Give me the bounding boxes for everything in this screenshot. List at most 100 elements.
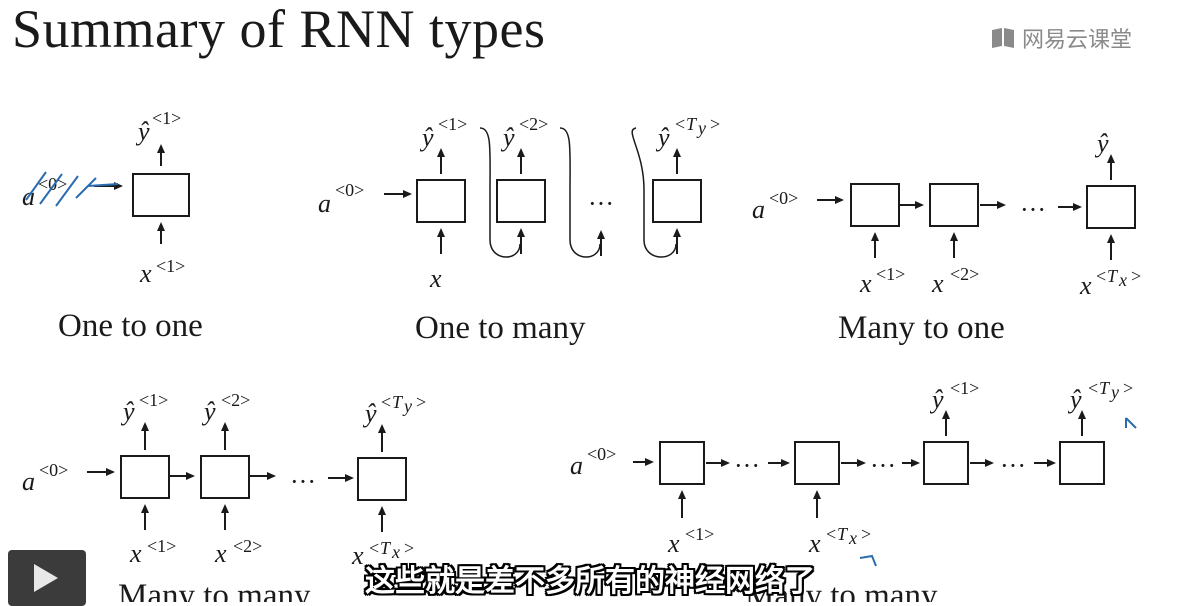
feedback-curve <box>559 127 601 258</box>
rnn-cell <box>659 441 705 485</box>
x-superscript: <1> <box>685 524 714 544</box>
y-superscript-T: T <box>1099 378 1111 398</box>
rnn-cell <box>923 441 969 485</box>
x-label: x <box>1079 271 1092 300</box>
x-label: x <box>351 541 364 570</box>
ellipsis: ··· <box>588 189 614 218</box>
x-close-bracket: > <box>1131 266 1141 286</box>
x-superscript: <1> <box>876 264 905 284</box>
x-close-bracket: > <box>404 538 414 558</box>
x-subscript-x: x <box>848 528 857 548</box>
a-superscript: <0> <box>39 460 68 480</box>
x-label: x <box>429 264 442 293</box>
annotation-scribble <box>25 171 119 207</box>
a-label: a <box>22 467 35 496</box>
play-button[interactable] <box>8 550 86 606</box>
watermark: 网易云课堂 <box>990 22 1132 54</box>
x-superscript: <2> <box>950 264 979 284</box>
y-subscript-y: y <box>402 396 412 416</box>
video-subtitle: 这些就是差不多所有的神经网络了 <box>365 564 815 599</box>
rnn-cell <box>132 173 190 217</box>
x-superscript: <1> <box>156 256 185 276</box>
x-close-bracket: > <box>861 524 871 544</box>
a-label: a <box>752 195 765 224</box>
x-label: x <box>931 269 944 298</box>
x-open-bracket: < <box>369 538 379 558</box>
y-close-bracket: > <box>416 392 426 412</box>
y-superscript: <2> <box>519 114 548 134</box>
y-superscript: <1> <box>152 108 181 128</box>
feedback-curve <box>479 127 521 258</box>
y-open-bracket: < <box>381 392 391 412</box>
a-superscript: <0> <box>335 180 364 200</box>
many-to-one-diagram: a <0> x <1> x <2> ··· ŷ x < T x > Many t… <box>752 129 1141 346</box>
many-to-many-left-diagram: a <0> ŷ <1> x <1> ŷ <2> x <2> ··· ŷ < T … <box>22 390 426 602</box>
x-subscript-x: x <box>391 542 400 562</box>
rnn-cell <box>929 183 979 227</box>
ellipsis: ··· <box>1020 195 1046 224</box>
rnn-cell <box>652 179 702 223</box>
y-close-bracket: > <box>1123 378 1133 398</box>
rnn-cell <box>1059 441 1105 485</box>
one-to-many-diagram: a <0> ŷ <1> x ŷ <2> ··· ŷ < T y > One to… <box>318 114 720 346</box>
x-label: x <box>139 259 152 288</box>
y-hat-label: ŷ <box>201 397 216 426</box>
x-open-bracket: < <box>826 524 836 544</box>
y-hat-label: ŷ <box>362 399 377 428</box>
caption-many-to-many-left: Many to many <box>118 578 311 602</box>
y-open-bracket: < <box>1088 378 1098 398</box>
x-superscript-T: T <box>837 524 849 544</box>
y-hat-label: ŷ <box>1094 129 1109 158</box>
x-superscript-T: T <box>380 538 392 558</box>
a-label: a <box>570 451 583 480</box>
x-label: x <box>859 269 872 298</box>
x-superscript: <2> <box>233 536 262 556</box>
feedback-curve <box>631 127 677 258</box>
play-icon <box>34 564 58 592</box>
x-superscript-T: T <box>1107 266 1119 286</box>
y-hat-label: ŷ <box>500 123 515 152</box>
y-superscript: <1> <box>950 378 979 398</box>
watermark-text: 网易云课堂 <box>1022 28 1133 53</box>
y-subscript-y: y <box>696 118 706 138</box>
rnn-cell <box>496 179 546 223</box>
y-superscript-T: T <box>392 392 404 412</box>
rnn-cell <box>416 179 466 223</box>
a-label: a <box>318 189 331 218</box>
y-superscript: <1> <box>139 390 168 410</box>
rnn-cell <box>357 457 407 501</box>
y-hat-label: ŷ <box>419 123 434 152</box>
y-hat-label: ŷ <box>655 123 670 152</box>
slide-title: Summary of RNN types <box>12 0 546 59</box>
y-hat-label: ŷ <box>1067 385 1082 414</box>
y-subscript-y: y <box>1109 382 1119 402</box>
annotation-mark <box>859 554 877 567</box>
x-open-bracket: < <box>1096 266 1106 286</box>
ellipsis: ··· <box>734 451 760 480</box>
one-to-one-diagram: ŷ <1> x <1> a <0> One to one <box>22 108 203 344</box>
caption-many-to-many-right: Many to many <box>745 578 938 602</box>
a-superscript: <0> <box>769 188 798 208</box>
ellipsis: ··· <box>290 467 316 496</box>
annotation-mark <box>1125 417 1137 429</box>
y-close-bracket: > <box>710 114 720 134</box>
y-superscript: <1> <box>438 114 467 134</box>
y-hat-label: ŷ <box>120 397 135 426</box>
rnn-cell <box>120 455 170 499</box>
rnn-cell <box>1086 185 1136 229</box>
y-superscript: <2> <box>221 390 250 410</box>
ellipsis: ··· <box>870 451 896 480</box>
x-superscript: <1> <box>147 536 176 556</box>
rnn-cell <box>850 183 900 227</box>
x-label: x <box>667 529 680 558</box>
y-hat-label: ŷ <box>135 117 150 146</box>
x-label: x <box>808 529 821 558</box>
a-superscript: <0> <box>587 444 616 464</box>
book-logo-icon <box>992 28 1014 48</box>
y-superscript-T: T <box>686 114 698 134</box>
many-to-many-right-diagram: a <0> x <1> ··· x < T x > ··· ŷ <1> ··· … <box>570 378 1137 602</box>
x-label: x <box>214 539 227 568</box>
y-open-bracket: < <box>675 114 685 134</box>
caption-one-to-many: One to many <box>415 310 586 346</box>
